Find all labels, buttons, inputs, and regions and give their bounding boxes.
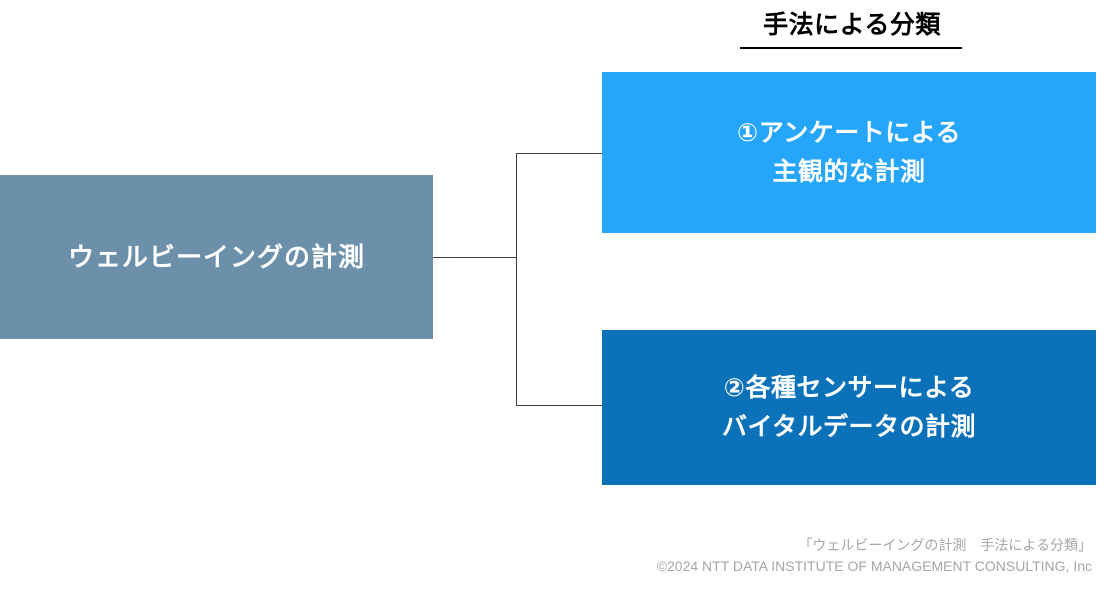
footer-source-title: 「ウェルビーイングの計測 手法による分類」 bbox=[798, 537, 1092, 553]
node-survey-subjective-label: ①アンケートによる 主観的な計測 bbox=[737, 114, 961, 192]
node-survey-subjective: ①アンケートによる 主観的な計測 bbox=[602, 72, 1096, 233]
page-title-underline bbox=[740, 47, 962, 49]
node-wellbeing-measurement: ウェルビーイングの計測 bbox=[0, 175, 433, 339]
node-sensor-vital-data: ②各種センサーによる バイタルデータの計測 bbox=[602, 330, 1096, 485]
footer-copyright: ©2024 NTT DATA INSTITUTE OF MANAGEMENT C… bbox=[656, 558, 1092, 574]
node-sensor-line-2: バイタルデータの計測 bbox=[721, 412, 976, 441]
node-sensor-vital-data-label: ②各種センサーによる バイタルデータの計測 bbox=[722, 369, 976, 447]
node-sensor-line-1: ②各種センサーによる bbox=[723, 373, 975, 402]
node-survey-line-1: ①アンケートによる bbox=[737, 118, 961, 147]
connector-arm-to-sensor bbox=[516, 405, 603, 406]
node-wellbeing-measurement-label: ウェルビーイングの計測 bbox=[67, 242, 365, 272]
footer-credit: 「ウェルビーイングの計測 手法による分類」 ©2024 NTT DATA INS… bbox=[0, 535, 1092, 577]
connector-arm-to-survey bbox=[516, 153, 603, 154]
page-title: 手法による分類 bbox=[763, 11, 941, 39]
connector-root-stem bbox=[433, 257, 517, 258]
connector-vertical-spine bbox=[516, 153, 517, 406]
node-survey-line-2: 主観的な計測 bbox=[772, 157, 926, 186]
